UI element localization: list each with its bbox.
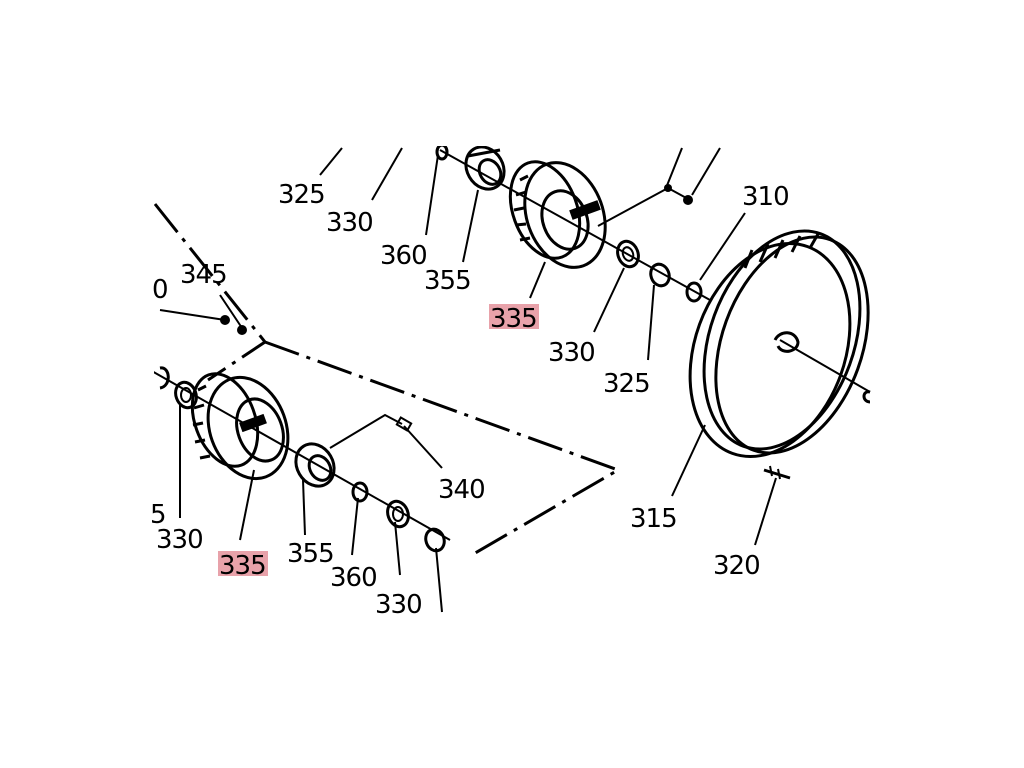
spacer-310 xyxy=(685,281,703,303)
large-disc-315 xyxy=(688,229,871,459)
label-360-bottom: 360 xyxy=(330,563,377,593)
label-5-partial: 5 xyxy=(150,500,166,530)
bottom-nut-355 xyxy=(294,442,336,488)
label-330-top-right: 330 xyxy=(548,338,595,368)
label-0-partial: 0 xyxy=(152,275,168,305)
top-clip-325 xyxy=(649,262,671,288)
label-320: 320 xyxy=(713,551,760,581)
bottom-bushing-360 xyxy=(351,481,369,503)
label-355-bottom: 355 xyxy=(287,539,334,569)
part-labels: 325 330 360 355 335 330 325 310 315 320 … xyxy=(150,180,790,620)
phantom-outline xyxy=(153,203,622,558)
crop-mask-left xyxy=(0,0,154,768)
bottom-clip xyxy=(424,527,446,553)
label-325-top-right: 325 xyxy=(603,369,650,399)
label-360-top: 360 xyxy=(380,241,427,271)
label-345: 345 xyxy=(180,260,227,290)
label-340: 340 xyxy=(438,475,485,505)
label-330-bottom: 330 xyxy=(375,590,422,620)
label-310: 310 xyxy=(742,182,789,212)
label-325-top: 325 xyxy=(278,180,325,210)
highlight-335-bottom xyxy=(218,551,268,576)
label-315: 315 xyxy=(630,504,677,534)
bottom-shaft-axis xyxy=(149,369,451,541)
pin-320 xyxy=(763,465,791,480)
top-bracket xyxy=(597,184,693,227)
label-335-bottom: 335 xyxy=(219,551,266,581)
crop-mask-bottom xyxy=(0,620,1024,768)
top-pulley-335 xyxy=(508,160,607,269)
highlight-335-top xyxy=(489,304,539,329)
bottom-pulley-335 xyxy=(190,372,290,481)
top-shaft-axis xyxy=(439,149,711,301)
crop-mask-right xyxy=(872,0,1024,768)
bracket-340 xyxy=(329,413,413,449)
label-335-top: 335 xyxy=(490,304,537,334)
crop-mask-top xyxy=(0,0,1024,146)
top-nut-355 xyxy=(464,145,506,191)
label-330-bottom-left: 330 xyxy=(156,525,203,555)
bottom-washer-330b xyxy=(386,499,410,529)
screws-345 xyxy=(159,309,247,335)
top-washer-330 xyxy=(616,239,640,269)
label-355-top: 355 xyxy=(424,266,471,296)
label-330-top: 330 xyxy=(326,208,373,238)
bottom-left-clip xyxy=(159,366,170,390)
leader-lines xyxy=(179,147,777,613)
